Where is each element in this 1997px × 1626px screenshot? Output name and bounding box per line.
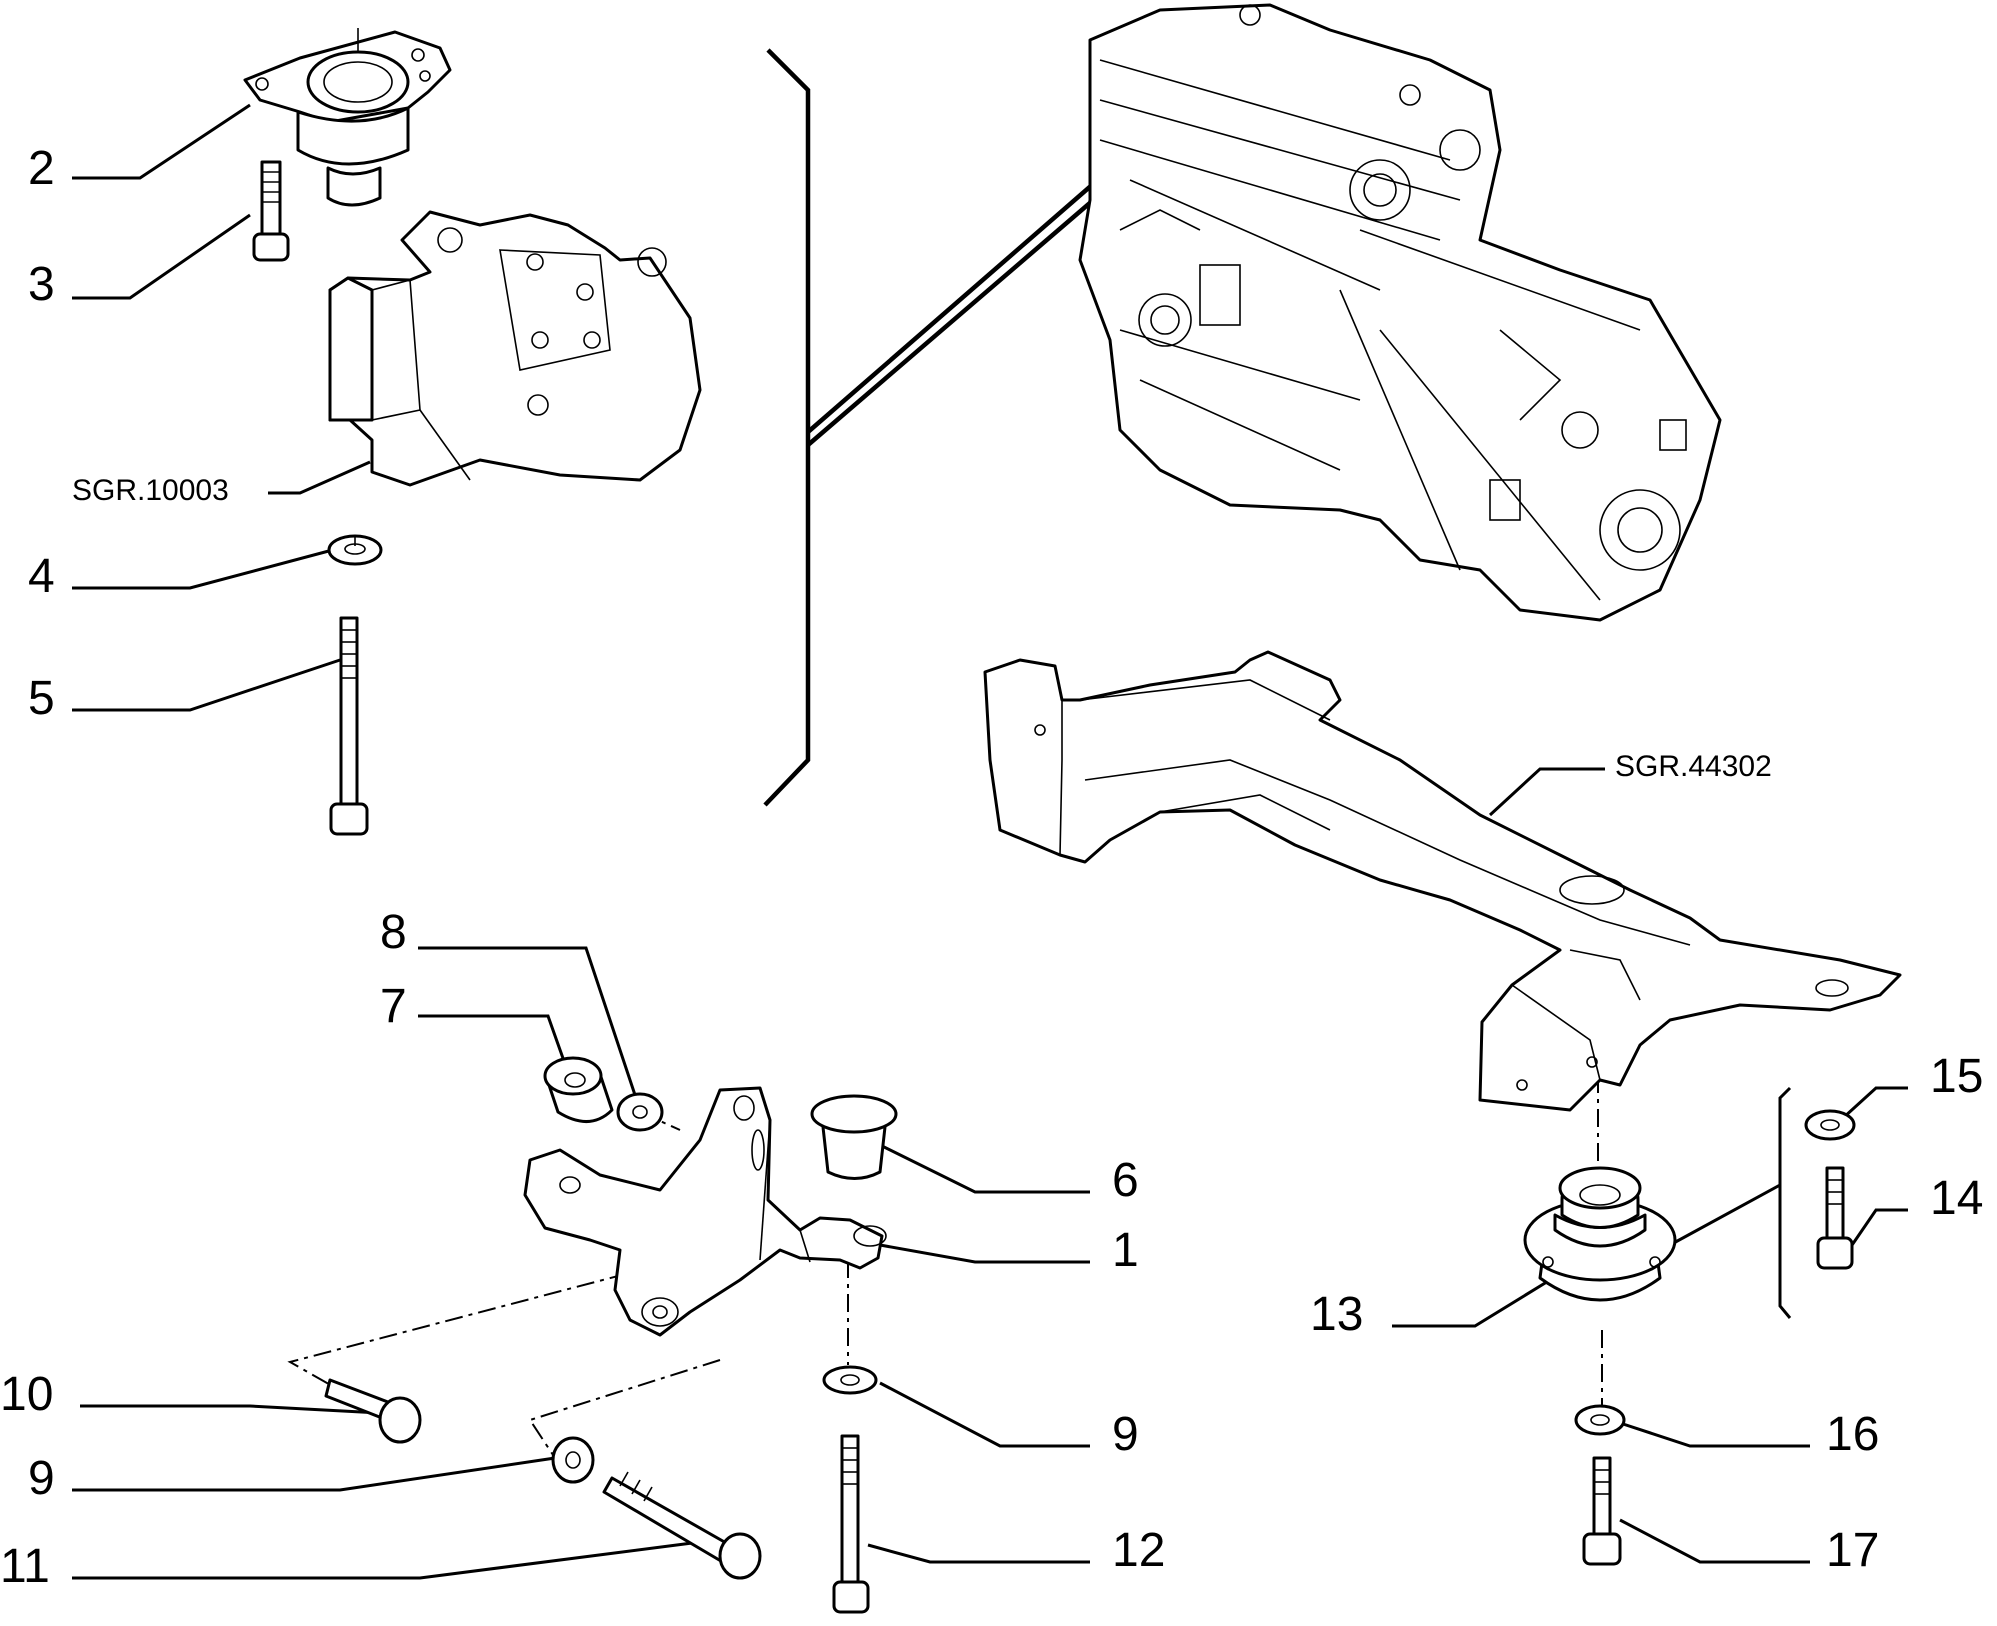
callout-9-right: 9 <box>1112 1408 1139 1461</box>
part-13-rubber-mount <box>1523 1166 1677 1302</box>
leader-ref-sgr44302 <box>1488 767 1605 817</box>
assembly-bracket <box>763 48 811 807</box>
leader-7 <box>418 1014 572 1079</box>
callout-14: 14 <box>1930 1172 1983 1225</box>
callout-10: 10 <box>0 1368 53 1421</box>
part-2-upper-mount <box>243 28 452 207</box>
leader-5 <box>72 658 341 712</box>
assembly-link-2 <box>806 188 1107 447</box>
leader-16 <box>1619 1421 1810 1448</box>
callout-4: 4 <box>28 550 55 603</box>
callout-5: 5 <box>28 672 55 725</box>
axis-bolt-11 <box>528 1359 721 1459</box>
part-9-washer-right <box>822 1365 878 1395</box>
callout-labels: 2 3 4 5 8 7 6 1 9 12 10 9 11 13 15 14 16… <box>0 142 1983 1593</box>
leader-2 <box>72 103 251 180</box>
leader-13 <box>1392 1278 1551 1328</box>
leader-17 <box>1619 1518 1810 1564</box>
leader-6 <box>879 1143 1090 1194</box>
group-bracket-link <box>1669 1183 1781 1247</box>
callout-8: 8 <box>380 906 407 959</box>
reference-sgr10003: SGR.10003 <box>72 474 229 507</box>
leader-12 <box>867 1543 1090 1564</box>
part-12-long-bolt <box>832 1434 870 1614</box>
callout-7: 7 <box>380 980 407 1033</box>
crossmember-sgr44302 <box>983 650 1902 1112</box>
leader-9-right <box>879 1381 1090 1448</box>
part-16-washer <box>1574 1404 1626 1436</box>
callout-9-left: 9 <box>28 1452 55 1505</box>
leader-15 <box>1841 1086 1908 1120</box>
callout-2: 2 <box>28 142 55 195</box>
assembly-link-1 <box>806 176 1102 434</box>
engine-gearbox-assembly <box>1078 3 1722 622</box>
leader-1 <box>879 1243 1090 1264</box>
callout-13: 13 <box>1310 1288 1363 1341</box>
leader-10 <box>80 1404 381 1415</box>
part-7-bushing <box>543 1056 614 1123</box>
leader-9-left <box>72 1456 556 1492</box>
leader-3 <box>72 213 251 300</box>
callout-3: 3 <box>28 258 55 311</box>
callout-6: 6 <box>1112 1154 1139 1207</box>
part-14-bolt <box>1816 1166 1854 1270</box>
part-6-cup-bushing <box>810 1094 898 1180</box>
callout-15: 15 <box>1930 1050 1983 1103</box>
leader-14 <box>1848 1208 1908 1249</box>
callout-11: 11 <box>0 1540 50 1593</box>
leader-11 <box>72 1540 701 1580</box>
part-3-bolt <box>252 160 290 262</box>
part-9-washer-left <box>551 1436 595 1484</box>
part-17-bolt <box>1582 1456 1622 1566</box>
reference-sgr44302: SGR.44302 <box>1615 750 1772 783</box>
part-1-support-arm <box>523 1086 887 1337</box>
leader-8 <box>418 946 642 1111</box>
callout-16: 16 <box>1826 1408 1879 1461</box>
part-5-long-bolt <box>329 616 369 836</box>
callout-17: 17 <box>1826 1524 1879 1577</box>
leader-4 <box>72 546 341 590</box>
callout-1: 1 <box>1112 1224 1139 1277</box>
leader-ref-sgr10003 <box>268 460 371 495</box>
part-4-split-washer <box>327 534 383 566</box>
assembly-axes <box>287 1075 1603 1459</box>
mounting-bracket-sgr10003 <box>328 210 702 487</box>
group-bracket-14-15 <box>1778 1086 1792 1319</box>
part-8-spacer <box>616 1092 664 1132</box>
part-10-bolt <box>324 1378 422 1444</box>
leader-lines <box>72 48 1908 1580</box>
part-11-long-bolt <box>602 1471 762 1580</box>
part-15-washer <box>1804 1109 1856 1141</box>
callout-12: 12 <box>1112 1524 1165 1577</box>
